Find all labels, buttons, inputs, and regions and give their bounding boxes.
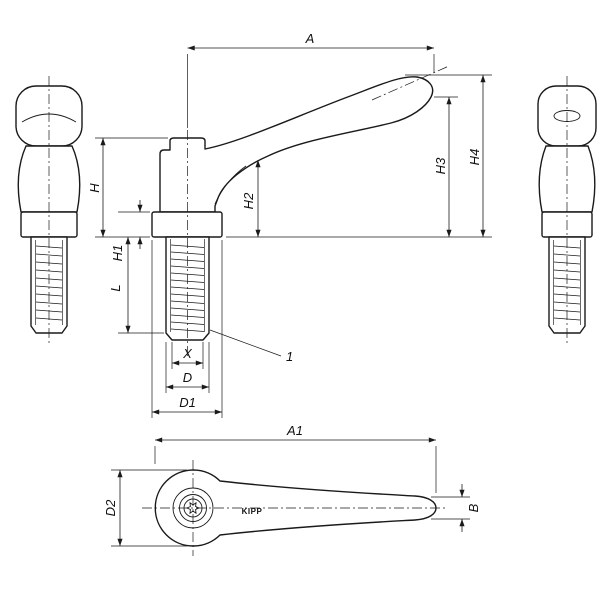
dim-D1: D1: [151, 240, 223, 418]
dim-D1-label: D1: [179, 395, 196, 410]
brand-logo-text: KIPP: [242, 507, 263, 516]
dim-D: D: [165, 342, 210, 393]
dim-D1-extension-lines: [151, 240, 223, 418]
dim-L: L: [108, 237, 164, 334]
main-view-collar: [151, 211, 223, 238]
main-view-lever-body: [159, 76, 434, 213]
dim-H3: H3: [433, 96, 458, 237]
callout-1-leader-line: [209, 329, 282, 357]
dim-D2-label: D2: [103, 499, 118, 516]
dim-A1: A1: [154, 423, 437, 493]
dim-H1: H1: [110, 200, 150, 261]
dim-D2-extension-lines: [111, 469, 187, 547]
dim-B: B: [431, 484, 481, 532]
left-view-threaded-stud: [30, 236, 68, 334]
dim-X-label: X: [182, 346, 193, 361]
dim-A: A: [187, 31, 435, 128]
dim-D-label: D: [183, 370, 192, 385]
right-view-threaded-stud: [548, 236, 586, 334]
callout-1: 1: [209, 329, 293, 364]
dim-A1-label: A1: [286, 423, 303, 438]
dim-H4: H4: [405, 74, 492, 237]
main-view-arm-blend-line: [214, 165, 247, 205]
centerlines: [48, 65, 568, 556]
main-view-grip-axis-centerline: [371, 65, 450, 101]
dim-A-label: A: [305, 31, 315, 46]
dim-L-label: L: [108, 284, 123, 291]
dim-A-extension-lines: [187, 54, 435, 128]
dim-H2: H2: [241, 160, 261, 237]
callout-1-label: 1: [286, 349, 293, 364]
dim-H4-label: H4: [467, 149, 482, 166]
dim-H3-label: H3: [433, 157, 448, 174]
left-side-view: [15, 85, 83, 334]
dim-A1-extension-lines: [154, 446, 437, 493]
dim-H1-label: H1: [110, 245, 125, 262]
dim-B-label: B: [466, 503, 481, 512]
dim-D2: D2: [103, 469, 187, 547]
dim-H2-label: H2: [241, 192, 256, 209]
dim-H-label: H: [87, 183, 102, 193]
dim-X: X: [171, 342, 204, 369]
